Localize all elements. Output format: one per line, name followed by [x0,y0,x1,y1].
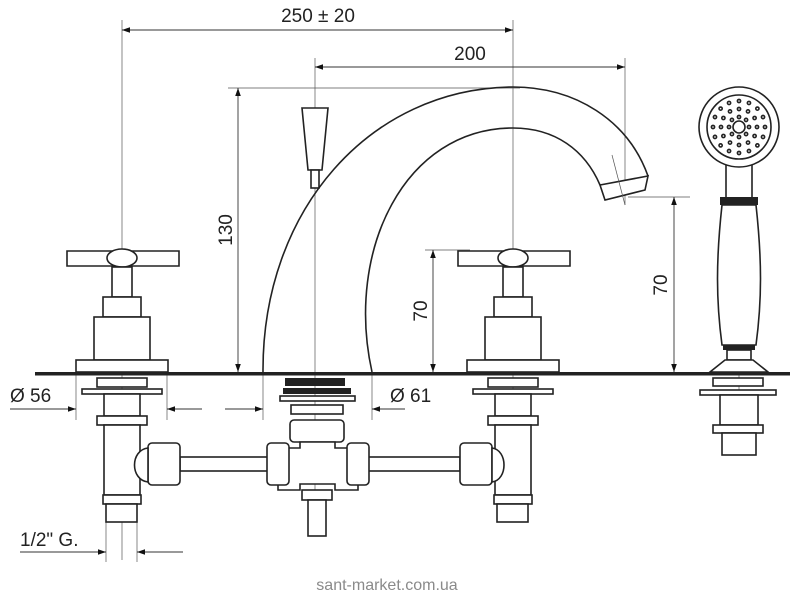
spray-hole [726,100,732,106]
spray-hole [718,142,724,148]
spray-hole [726,124,732,130]
spout-height-label: 130 [216,214,237,246]
valve-diameter-label: Ø 56 [10,386,51,407]
outlet-height-label: 70 [651,274,672,295]
left-valve [66,248,180,373]
spray-hole [752,115,757,121]
spray-hole [721,133,726,139]
spray-hole [743,131,749,137]
spray-hole [762,124,768,130]
spray-hole [736,98,742,104]
spray-hole [760,114,766,120]
spray-hole [754,106,760,112]
dimension-lines [10,27,677,555]
spout [262,86,650,373]
spray-hole [727,109,733,114]
spray-hole [736,142,742,148]
spray-hole [736,114,742,120]
spray-hole [736,134,742,140]
spray-hole [746,100,752,106]
thread-label: 1/2" G. [20,530,79,551]
spray-hole [727,140,733,145]
hand-shower [698,86,780,373]
spray-hole [746,124,752,130]
spray-hole [710,124,716,130]
watermark: sant-market.com.ua [316,577,457,594]
spray-holes [710,98,768,156]
spout-reach-label: 200 [454,44,486,65]
handle-height-label: 70 [411,300,432,321]
spray-hole [721,115,726,121]
spout-diameter-label: Ø 61 [390,386,431,407]
spray-hole [729,131,735,137]
spray-hole [743,117,749,123]
spray-hole [745,140,751,145]
spray-hole [752,133,757,139]
spray-hole [736,150,742,156]
spray-hole [718,124,724,130]
overall-width-label: 250 ± 20 [281,6,355,27]
spray-hole [729,117,735,123]
spray-hole [760,134,766,140]
under-deck-plumbing [81,377,777,537]
spray-hole [736,106,742,112]
deck-surface [35,372,790,376]
right-valve [457,248,571,373]
spray-hole [726,148,732,154]
spray-hole [745,109,751,114]
spray-hole [746,148,752,154]
spray-hole [754,142,760,148]
spray-hole [712,134,718,140]
spray-hole [718,106,724,112]
spray-hole [712,114,718,120]
spray-hole [754,124,760,130]
